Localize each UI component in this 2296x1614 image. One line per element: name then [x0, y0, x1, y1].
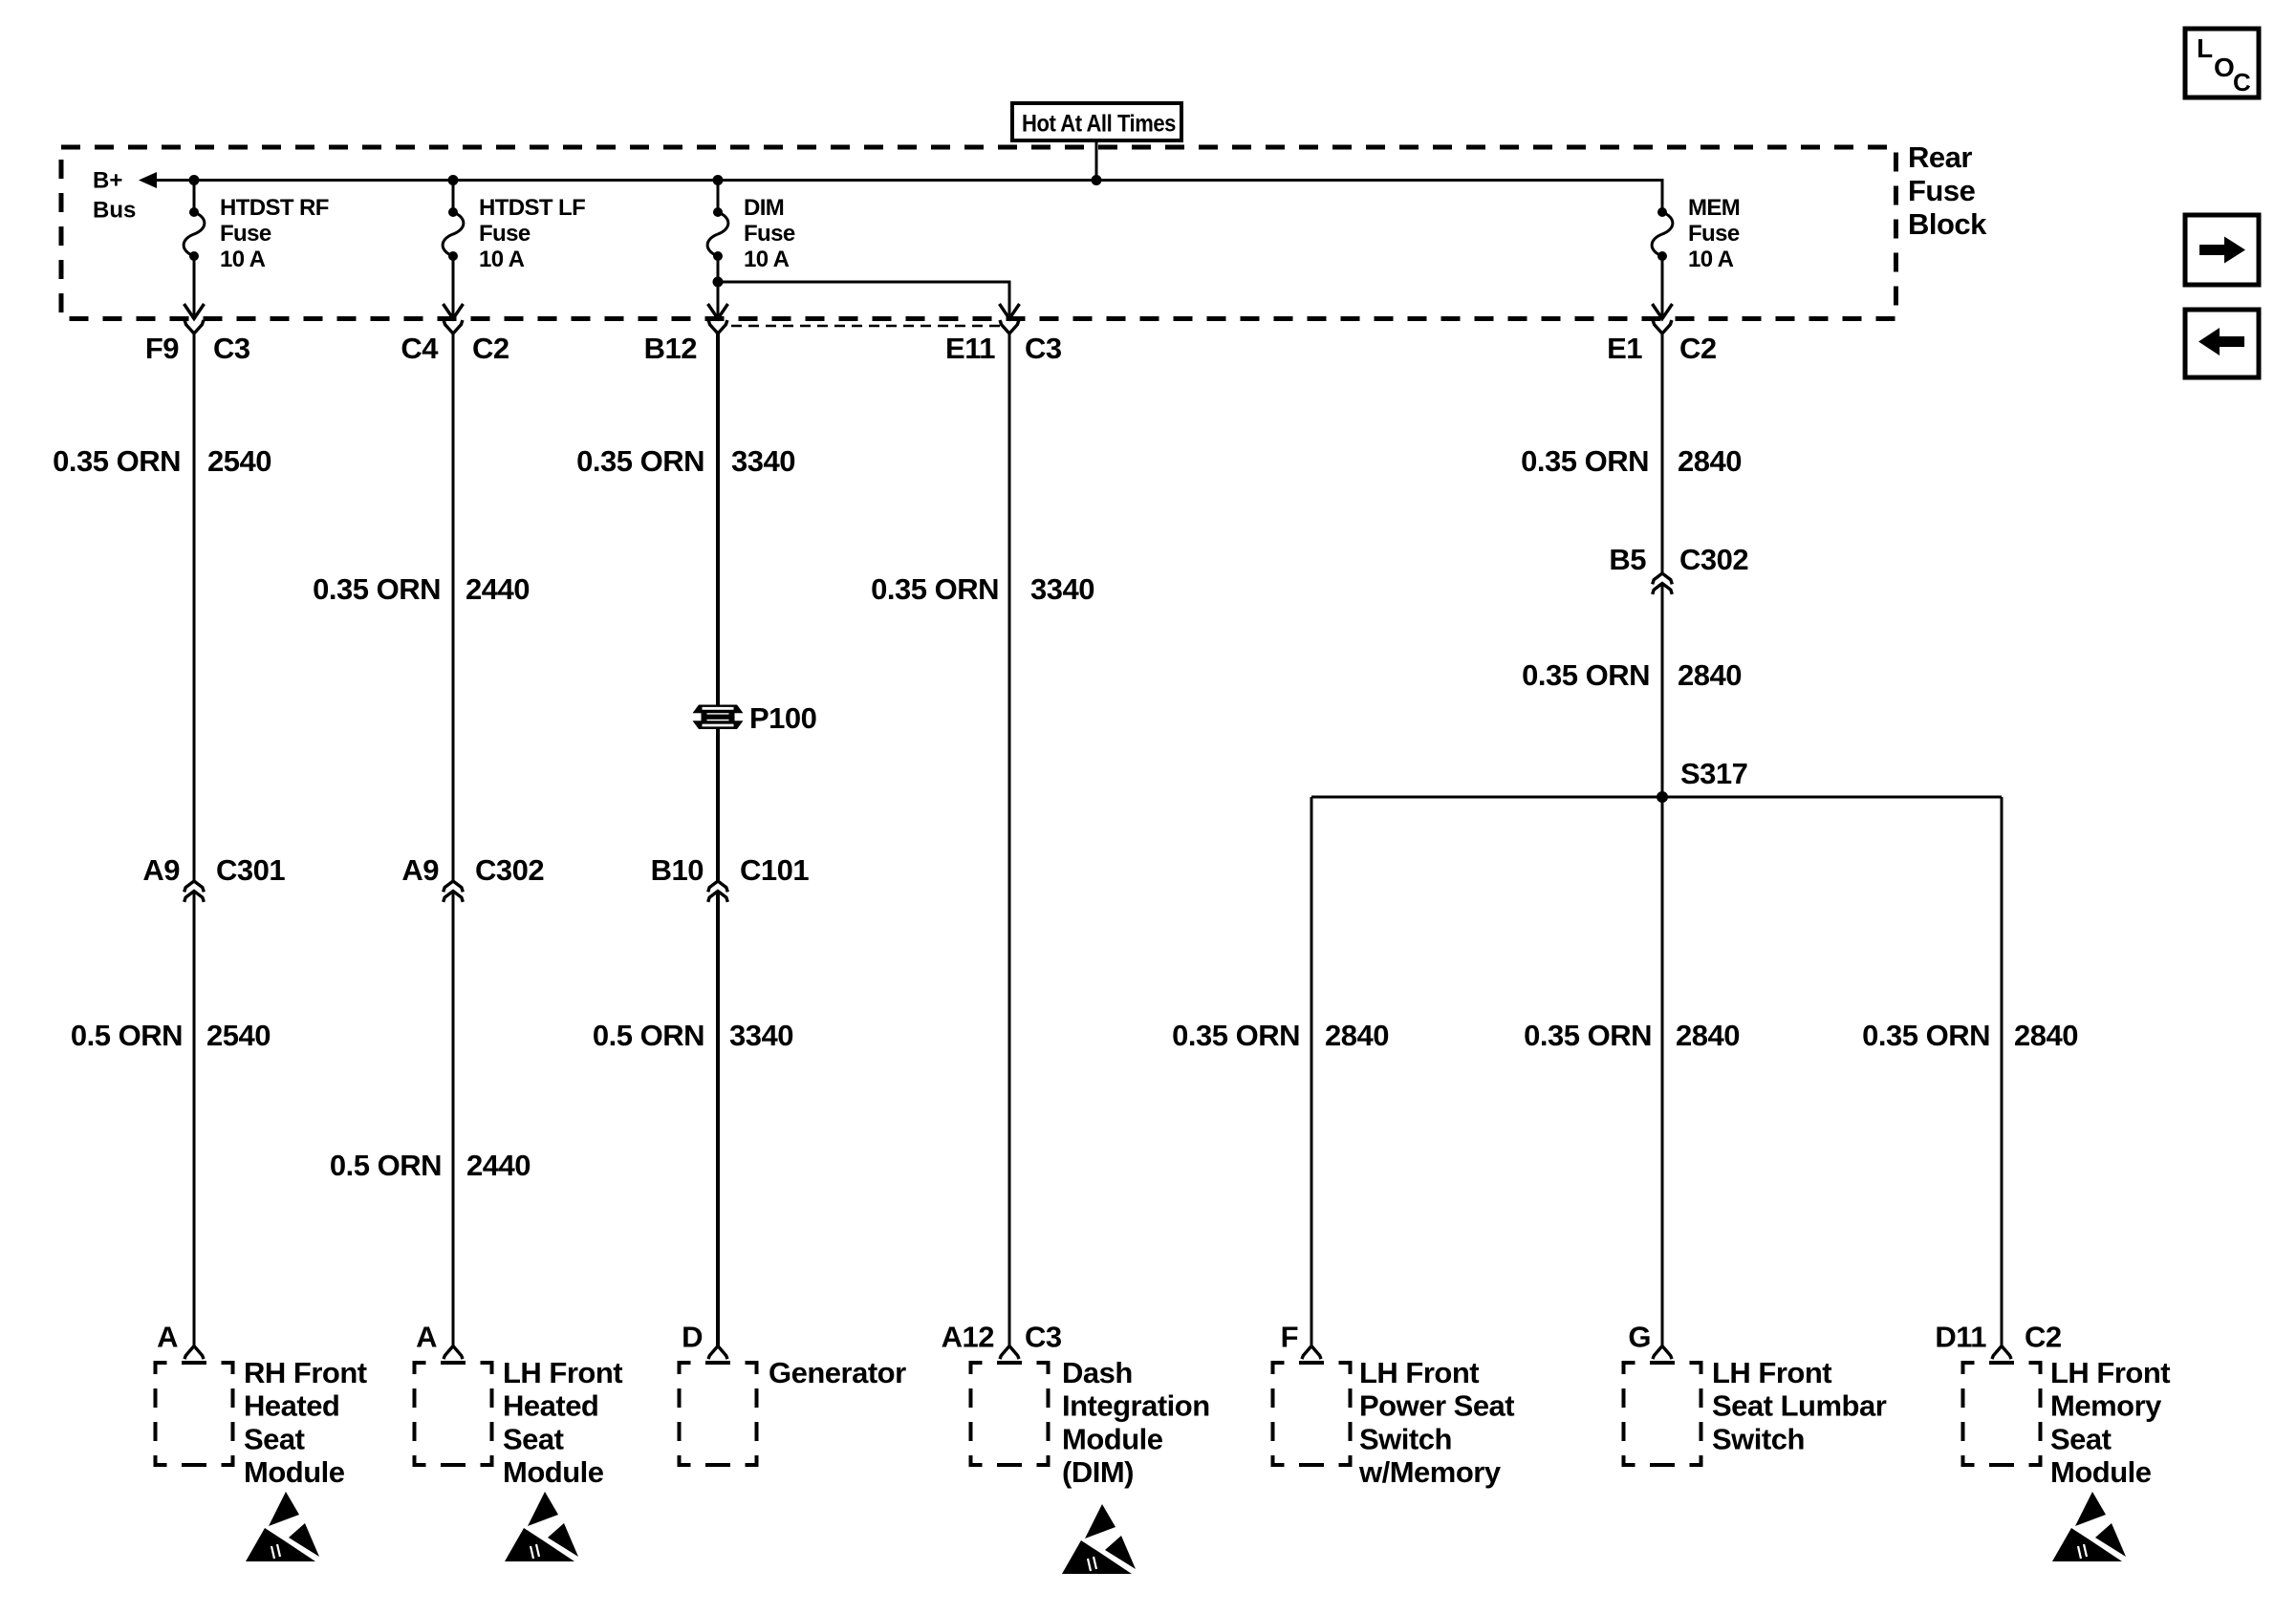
svg-text:Power Seat: Power Seat	[1359, 1389, 1514, 1423]
svg-text:O: O	[2214, 53, 2235, 82]
svg-text:C302: C302	[475, 853, 544, 887]
svg-text:D: D	[682, 1321, 703, 1354]
svg-text:P100: P100	[749, 701, 816, 735]
svg-text:C2: C2	[2025, 1321, 2062, 1354]
svg-text:Generator: Generator	[769, 1356, 906, 1389]
svg-text:C301: C301	[216, 853, 285, 887]
svg-text:MEM: MEM	[1688, 195, 1740, 221]
svg-text:B10: B10	[651, 853, 704, 887]
svg-text:Seat: Seat	[503, 1422, 564, 1455]
svg-text:Integration: Integration	[1062, 1389, 1210, 1423]
svg-text:2440: 2440	[466, 572, 530, 606]
svg-text:10 A: 10 A	[479, 247, 525, 272]
svg-text:2840: 2840	[1678, 444, 1742, 478]
svg-text:Block: Block	[1908, 207, 1987, 241]
svg-text:C3: C3	[1025, 332, 1062, 365]
svg-text:A: A	[416, 1321, 437, 1354]
svg-text:2540: 2540	[206, 1019, 271, 1052]
svg-text:Module: Module	[1062, 1422, 1163, 1455]
svg-text:C4: C4	[401, 332, 439, 365]
svg-text:LH Front: LH Front	[1712, 1356, 1831, 1389]
svg-text:B+: B+	[93, 168, 122, 194]
svg-text:0.5 ORN: 0.5 ORN	[71, 1019, 183, 1052]
svg-text:0.5 ORN: 0.5 ORN	[330, 1149, 442, 1182]
svg-text:Module: Module	[244, 1455, 345, 1489]
svg-text:Heated: Heated	[244, 1389, 339, 1423]
svg-text:F: F	[1281, 1321, 1298, 1354]
svg-text:0.35 ORN: 0.35 ORN	[53, 444, 181, 478]
svg-text:HTDST RF: HTDST RF	[220, 195, 329, 221]
svg-text:Module: Module	[503, 1455, 604, 1489]
svg-text:Fuse: Fuse	[479, 221, 531, 247]
svg-text:Seat Lumbar: Seat Lumbar	[1712, 1389, 1887, 1423]
svg-text:A: A	[157, 1321, 178, 1354]
svg-text:0.35 ORN: 0.35 ORN	[1524, 1019, 1652, 1052]
svg-text:w/Memory: w/Memory	[1358, 1455, 1502, 1489]
svg-text:0.35 ORN: 0.35 ORN	[1521, 444, 1649, 478]
svg-text:A12: A12	[942, 1321, 994, 1354]
svg-text:(DIM): (DIM)	[1062, 1455, 1134, 1489]
svg-text:3340: 3340	[731, 444, 795, 478]
svg-text:Dash: Dash	[1062, 1356, 1133, 1389]
svg-text:0.35 ORN: 0.35 ORN	[576, 444, 704, 478]
svg-text:F9: F9	[145, 332, 179, 365]
svg-text:C3: C3	[1025, 1321, 1062, 1354]
svg-text:Fuse: Fuse	[1688, 221, 1740, 247]
svg-text:0.35 ORN: 0.35 ORN	[871, 572, 999, 606]
svg-text:RH Front: RH Front	[244, 1356, 367, 1389]
svg-text:Heated: Heated	[503, 1389, 598, 1423]
svg-text:0.35 ORN: 0.35 ORN	[1522, 658, 1650, 692]
svg-text:10 A: 10 A	[1688, 247, 1734, 272]
svg-text:S317: S317	[1680, 757, 1747, 790]
svg-text:2840: 2840	[2014, 1019, 2078, 1052]
svg-text:Hot At All Times: Hot At All Times	[1022, 111, 1176, 138]
svg-text:Fuse: Fuse	[220, 221, 271, 247]
svg-text:Seat: Seat	[2050, 1422, 2112, 1455]
svg-text:C2: C2	[1679, 332, 1717, 365]
svg-text:B12: B12	[644, 332, 697, 365]
svg-text:LH Front: LH Front	[2050, 1356, 2170, 1389]
svg-text:E11: E11	[945, 332, 995, 365]
svg-text:Memory: Memory	[2050, 1389, 2162, 1423]
svg-text:0.35 ORN: 0.35 ORN	[313, 572, 441, 606]
svg-text:C302: C302	[1679, 543, 1748, 576]
svg-text:0.35 ORN: 0.35 ORN	[1172, 1019, 1300, 1052]
svg-text:A9: A9	[401, 853, 439, 887]
svg-text:Switch: Switch	[1712, 1422, 1805, 1455]
svg-text:2840: 2840	[1678, 658, 1742, 692]
svg-text:C3: C3	[213, 332, 250, 365]
svg-text:Fuse: Fuse	[1908, 174, 1976, 207]
svg-text:0.5 ORN: 0.5 ORN	[593, 1019, 704, 1052]
svg-text:HTDST LF: HTDST LF	[479, 195, 585, 221]
svg-text:3340: 3340	[1030, 572, 1094, 606]
svg-text:Bus: Bus	[93, 198, 136, 224]
svg-text:L: L	[2197, 33, 2213, 63]
svg-text:10 A: 10 A	[744, 247, 790, 272]
svg-text:E1: E1	[1607, 332, 1642, 365]
svg-text:Seat: Seat	[244, 1422, 305, 1455]
svg-text:10 A: 10 A	[220, 247, 266, 272]
svg-text:D11: D11	[1935, 1321, 1986, 1354]
svg-text:LH Front: LH Front	[503, 1356, 622, 1389]
svg-text:C2: C2	[472, 332, 509, 365]
svg-text:DIM: DIM	[744, 195, 784, 221]
svg-text:Module: Module	[2050, 1455, 2152, 1489]
svg-text:2540: 2540	[207, 444, 271, 478]
svg-text:Switch: Switch	[1359, 1422, 1452, 1455]
svg-text:A9: A9	[142, 853, 180, 887]
svg-text:C101: C101	[740, 853, 809, 887]
svg-text:0.35 ORN: 0.35 ORN	[1862, 1019, 1990, 1052]
svg-text:Rear: Rear	[1908, 140, 1972, 174]
svg-text:B5: B5	[1609, 543, 1646, 576]
svg-text:2440: 2440	[466, 1149, 531, 1182]
svg-text:3340: 3340	[729, 1019, 793, 1052]
svg-text:C: C	[2233, 68, 2251, 97]
svg-text:G: G	[1628, 1321, 1651, 1354]
svg-text:Fuse: Fuse	[744, 221, 795, 247]
svg-text:2840: 2840	[1325, 1019, 1389, 1052]
svg-text:LH Front: LH Front	[1359, 1356, 1479, 1389]
svg-text:2840: 2840	[1676, 1019, 1740, 1052]
